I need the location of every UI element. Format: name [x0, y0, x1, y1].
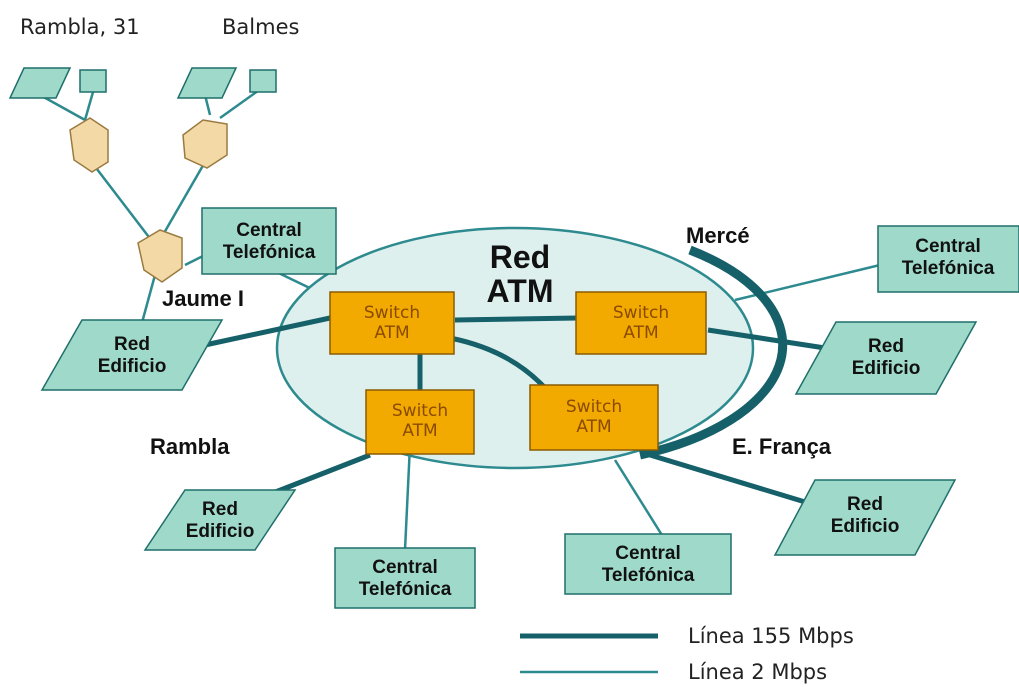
central-telefonica-efranca: Central Telefónica [564, 533, 732, 595]
red-edificio-merce: Red Edificio [794, 321, 978, 395]
atm-ring-highlight [639, 245, 788, 460]
branch-node-shape [8, 67, 72, 99]
router-icon [137, 229, 183, 283]
switch-jaume: Switch ATM [329, 291, 455, 355]
header-rambla31: Rambla, 31 [20, 15, 140, 39]
red-label-line2: Edificio [852, 358, 921, 379]
red-label-line1: Red [202, 499, 238, 520]
central-label-line2: Telefónica [359, 579, 452, 600]
central-label-line1: Central [372, 557, 437, 578]
branch-node-shape [79, 69, 107, 93]
switch-label-line2: ATM [623, 323, 658, 343]
red-edificio-rambla: Red Edificio [143, 489, 297, 551]
central-label-line2: Telefónica [223, 242, 316, 263]
router-icon [69, 117, 109, 173]
legend-thin-label: Línea 2 Mbps [688, 660, 827, 684]
central-telefonica-rambla: Central Telefónica [334, 547, 476, 609]
site-label-merce: Mercé [686, 223, 750, 248]
network-title-line1: Red [490, 239, 550, 275]
branch-node-shape [176, 67, 238, 99]
branch-nodes [8, 67, 277, 99]
thick-links [204, 315, 839, 508]
red-label-line2: Edificio [831, 516, 900, 537]
red-edificio-efranca: Red Edificio [773, 479, 957, 556]
central-label-line1: Central [615, 543, 680, 564]
red-label-line1: Red [868, 336, 904, 357]
red-edificio-jaume: Red Edificio [40, 319, 224, 391]
legend-thick-label: Línea 155 Mbps [688, 624, 854, 648]
switch-merce: Switch ATM [575, 291, 707, 355]
branch-node-shape [249, 69, 277, 93]
red-label-line1: Red [114, 334, 150, 355]
switch-label-line1: Switch [364, 303, 420, 323]
central-label-line1: Central [915, 236, 980, 257]
site-label-rambla: Rambla [150, 434, 230, 459]
switch-rambla: Switch ATM [365, 389, 475, 455]
switch-efranca: Switch ATM [529, 384, 659, 451]
site-label-efranca: E. França [732, 434, 832, 459]
switch-label-line1: Switch [613, 303, 669, 323]
red-label-line2: Edificio [186, 521, 255, 542]
branch-routers [69, 117, 228, 283]
central-telefonica-merce: Central Telefónica [877, 225, 1019, 293]
switch-label-line1: Switch [566, 397, 622, 417]
switch-label-line2: ATM [374, 323, 409, 343]
network-title-line2: ATM [487, 273, 554, 309]
switch-label-line2: ATM [402, 421, 437, 441]
central-label-line1: Central [236, 220, 301, 241]
switch-label-line2: ATM [576, 417, 611, 437]
central-label-line2: Telefónica [902, 258, 995, 279]
legend: Línea 155 Mbps Línea 2 Mbps [520, 624, 854, 684]
site-label-jaume: Jaume I [162, 286, 244, 311]
red-label-line1: Red [847, 494, 883, 515]
router-icon [182, 119, 228, 169]
red-label-line2: Edificio [98, 356, 167, 377]
header-balmes: Balmes [222, 15, 299, 39]
central-label-line2: Telefónica [602, 565, 695, 586]
switch-label-line1: Switch [392, 401, 448, 421]
central-telefonica-jaume: Central Telefónica [201, 207, 337, 275]
